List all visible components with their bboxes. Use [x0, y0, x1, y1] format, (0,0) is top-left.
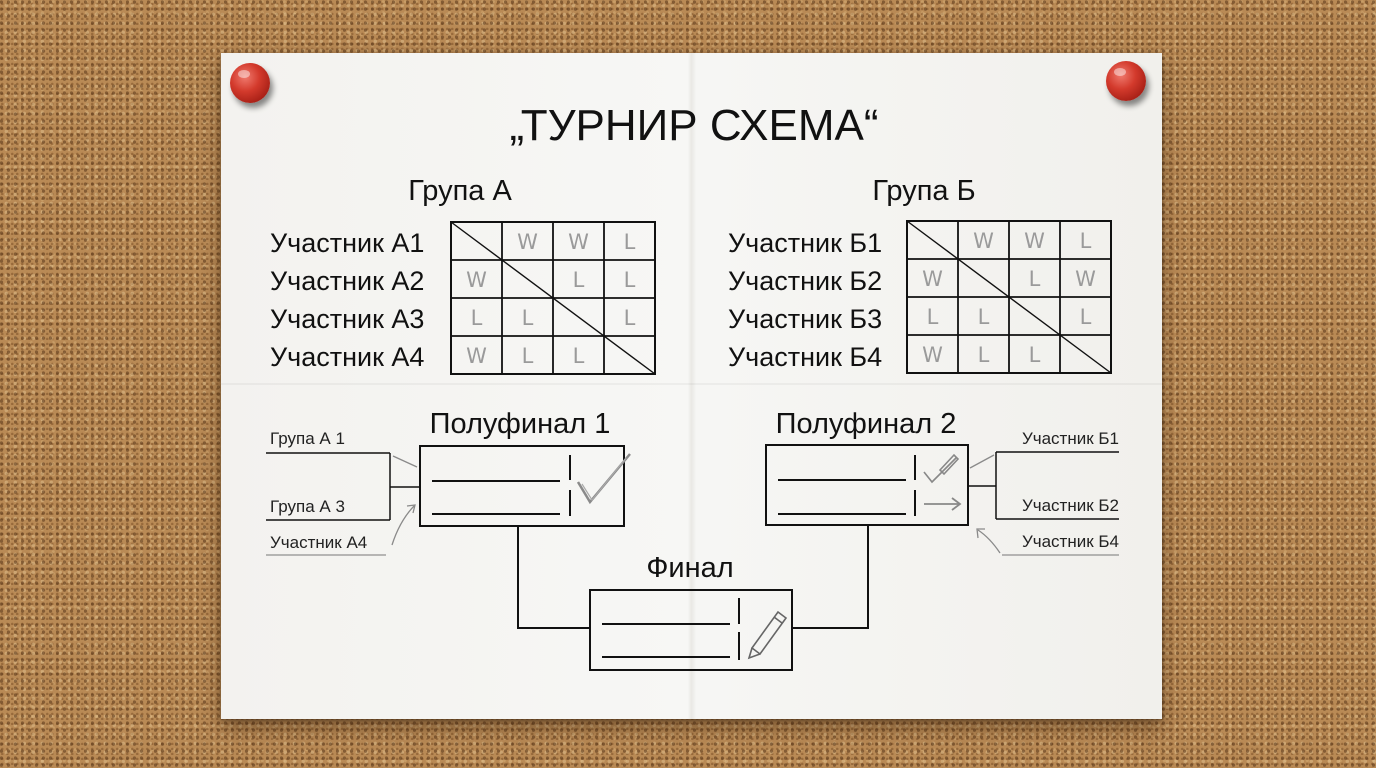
grid-result-cell: L [624, 306, 636, 330]
semifinal-1-box [419, 445, 625, 527]
pencil-arrow-icon [391, 455, 418, 546]
semifinal-2-bracket-lines [968, 451, 1119, 556]
semifinal-2-box [765, 444, 969, 526]
grid-result-cell: W [973, 229, 994, 253]
semifinal-1-entry: Група А 1 [270, 429, 345, 448]
grid-result-cell: L [1029, 267, 1041, 291]
semifinal-1-bracket-lines [266, 452, 420, 556]
grid-result-cell: L [471, 306, 483, 330]
pencil-check-icon [923, 453, 960, 484]
grid-result-cell: W [517, 230, 538, 254]
semifinal-1-entry: Участник А4 [270, 533, 367, 552]
pencil-arrow-icon [969, 454, 1001, 554]
grid-result-cell: W [922, 267, 943, 291]
grid-result-cell: L [573, 344, 585, 368]
semifinal-2-title: Полуфинал 2 [776, 408, 957, 440]
group-a-title: Група А [408, 175, 512, 207]
grid-diagonal [906, 220, 1112, 374]
checkmark-icon [581, 457, 627, 502]
grid-result-cell: W [466, 344, 487, 368]
semifinal-1-title: Полуфинал 1 [430, 408, 611, 440]
final-box [589, 589, 793, 671]
grid-result-cell: L [624, 230, 636, 254]
push-pin-icon [230, 63, 270, 103]
pencil-icon [747, 610, 788, 660]
grid-result-cell: W [922, 343, 943, 367]
grid-result-cell: L [522, 306, 534, 330]
arrow-right-icon [924, 497, 962, 511]
group-b-participant: Участник Б2 [728, 266, 882, 296]
grid-result-cell: L [624, 268, 636, 292]
paper-sheet [221, 53, 1162, 719]
grid-result-cell: W [568, 230, 589, 254]
final-title: Финал [646, 552, 733, 584]
grid-diagonal [450, 221, 656, 375]
group-b-participant: Участник Б4 [728, 342, 882, 372]
group-a-participant: Участник А1 [270, 228, 424, 258]
grid-result-cell: L [978, 305, 990, 329]
grid-result-cell: L [522, 344, 534, 368]
diagram-title: „ТУРНИР СХЕМА“ [509, 101, 878, 150]
checkmark-icon [576, 453, 631, 505]
grid-result-cell: L [927, 305, 939, 329]
semifinal-1-entry: Група А 3 [270, 497, 345, 516]
grid-result-cell: L [978, 343, 990, 367]
group-b-title: Група Б [872, 175, 975, 207]
grid-result-cell: W [1075, 267, 1096, 291]
semifinal-2-entry: Участник Б2 [1022, 496, 1119, 515]
group-a-participant: Участник А4 [270, 342, 424, 372]
semifinal-2-entry: Участник Б1 [1022, 429, 1119, 448]
grid-result-cell: L [1080, 305, 1092, 329]
bracket-connector-lines [517, 525, 869, 629]
group-b-participant: Участник Б1 [728, 228, 882, 258]
group-b-participant: Участник Б3 [728, 304, 882, 334]
grid-result-cell: W [466, 268, 487, 292]
semifinal-2-entry: Участник Б4 [1022, 532, 1119, 551]
grid-result-cell: W [1024, 229, 1045, 253]
grid-result-cell: L [1029, 343, 1041, 367]
group-a-participant: Участник А3 [270, 304, 424, 334]
grid-result-cell: L [1080, 229, 1092, 253]
grid-result-cell: L [573, 268, 585, 292]
group-a-participant: Участник А2 [270, 266, 424, 296]
push-pin-icon [1106, 61, 1146, 101]
